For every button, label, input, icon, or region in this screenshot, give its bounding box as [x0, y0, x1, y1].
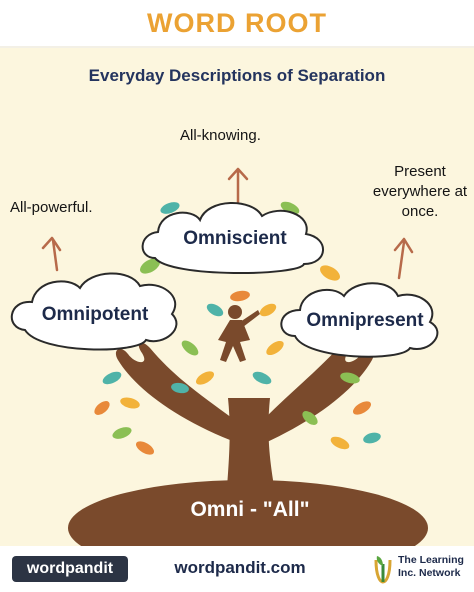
learning-network-logo: The Learning Inc. Network: [372, 552, 472, 588]
infographic-poster: Everyday Descriptions of Separation: [0, 48, 474, 546]
learning-network-label: The Learning Inc. Network: [398, 554, 464, 579]
omnipresent-definition: Present everywhere at once.: [372, 163, 468, 220]
arrow-up-omnipresent-icon: [393, 237, 414, 280]
wordpandit-logo: wordpandit: [12, 556, 128, 582]
cloud-omnipresent: [280, 282, 439, 358]
tree-illustration: [10, 167, 439, 546]
left-hand-branch: [115, 342, 232, 440]
omniscient-word: Omniscient: [183, 228, 287, 249]
arrow-up-omnipotent-icon: [41, 236, 62, 272]
header-bar: WORD ROOT: [0, 0, 474, 48]
omnipotent-definition: All-powerful.: [10, 199, 93, 216]
right-hand-branch: [265, 342, 375, 443]
page-title: WORD ROOT: [147, 7, 327, 38]
root-word-label: Omni - "All": [190, 498, 310, 521]
cloud-omniscient: [141, 202, 324, 275]
child-silhouette: [218, 305, 260, 362]
footer-bar: wordpandit wordpandit.com The Learning I…: [0, 546, 474, 592]
arrow-up-omniscient-icon: [227, 167, 249, 210]
sprout-icon: [374, 556, 392, 584]
site-link[interactable]: wordpandit.com: [174, 558, 306, 577]
omnipotent-word: Omnipotent: [41, 304, 149, 325]
omnipresent-word: Omnipresent: [306, 310, 424, 331]
omniscient-definition: All-knowing.: [180, 127, 261, 144]
poster-subtitle: Everyday Descriptions of Separation: [88, 66, 386, 85]
cloud-omnipotent: [10, 272, 178, 351]
